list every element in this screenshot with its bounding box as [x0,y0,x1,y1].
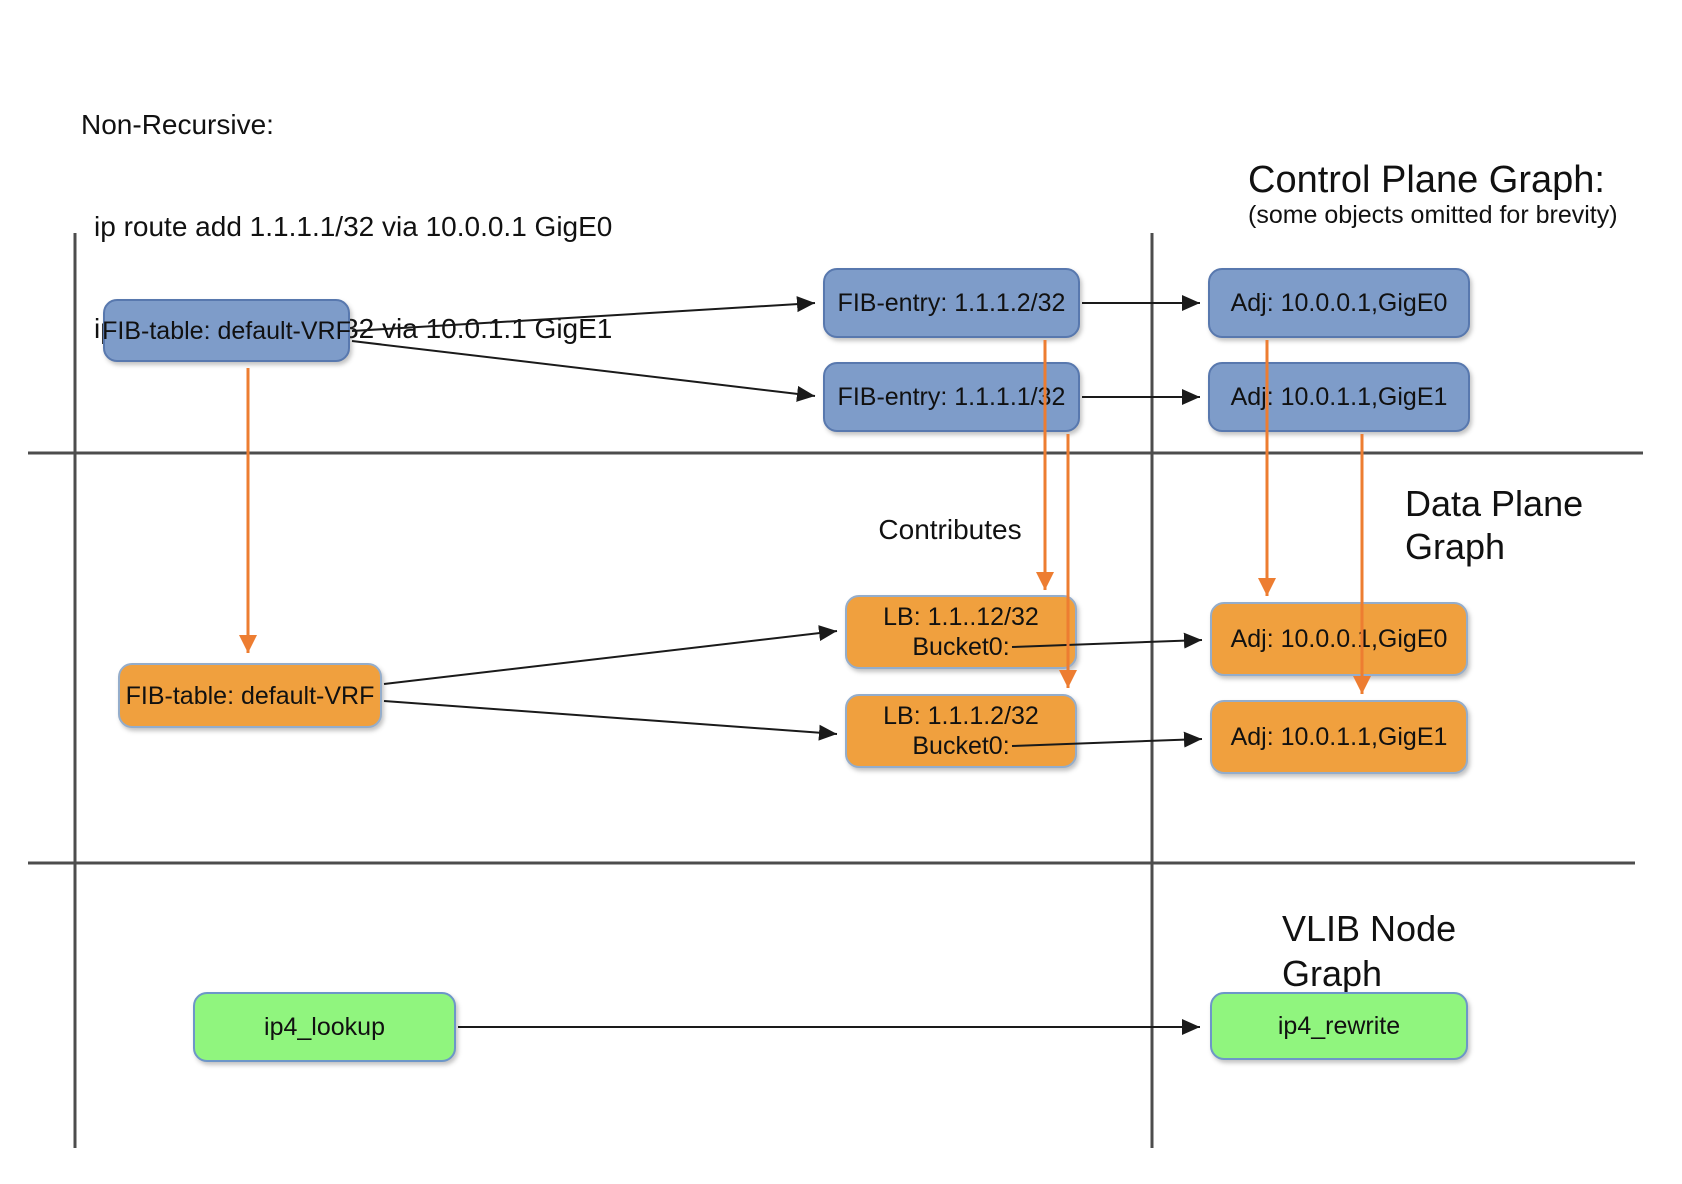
contributes-label: Contributes [878,514,1022,545]
edge-dp-fibtable-to-lb2 [383,700,838,741]
node-cp-fib-entry-1112-label: FIB-entry: 1.1.1.2/32 [837,289,1066,317]
vlib-node-graph-title: VLIB Node Graph [1282,906,1456,996]
node-dp-lb-2-line2: Bucket0: [912,732,1010,760]
node-cp-fib-entry-1111: FIB-entry: 1.1.1.1/32 [823,362,1080,432]
node-dp-fib-table: FIB-table: default-VRF [118,663,382,728]
vlib-title-line2: Graph [1282,953,1383,994]
node-dp-lb-1-line2: Bucket0: [912,633,1010,661]
node-dp-adj-gige1-label: Adj: 10.0.1.1,GigE1 [1230,723,1448,751]
note-title: Non-Recursive: [81,109,274,140]
node-dp-lb-1-line1: LB: 1.1..12/32 [883,603,1039,631]
node-vlib-ip4-rewrite: ip4_rewrite [1210,992,1468,1060]
node-vlib-ip4-lookup-label: ip4_lookup [264,1013,385,1041]
node-vlib-ip4-lookup: ip4_lookup [193,992,456,1062]
node-cp-fib-entry-1111-label: FIB-entry: 1.1.1.1/32 [837,383,1066,411]
node-dp-fib-table-label: FIB-table: default-VRF [125,681,375,710]
route-line-1: ip route add 1.1.1.1/32 via 10.0.0.1 Gig… [94,211,613,242]
node-dp-adj-gige0: Adj: 10.0.0.1,GigE0 [1210,602,1468,676]
control-plane-title: Control Plane Graph: [1248,159,1605,201]
node-dp-lb-2: LB: 1.1.1.2/32 Bucket0: [845,694,1077,768]
node-cp-adj-gige0: Adj: 10.0.0.1,GigE0 [1208,268,1470,338]
vlib-title-line1: VLIB Node [1282,908,1457,949]
data-plane-title: Data Plane Graph [1405,482,1583,568]
node-vlib-ip4-rewrite-label: ip4_rewrite [1277,1012,1401,1040]
node-dp-adj-gige1: Adj: 10.0.1.1,GigE1 [1210,700,1468,774]
node-dp-lb-1: LB: 1.1..12/32 Bucket0: [845,595,1077,669]
node-dp-lb-2-line1: LB: 1.1.1.2/32 [883,702,1039,730]
data-plane-title-line2: Graph [1405,526,1506,567]
edge-dp-fibtable-to-lb1 [383,625,838,685]
node-cp-fib-table-label: FIB-table: default-VRF [102,316,351,345]
node-cp-adj-gige1-label: Adj: 10.0.1.1,GigE1 [1230,383,1448,411]
node-cp-fib-table: FIB-table: default-VRF [102,299,351,362]
node-cp-fib-entry-1112: FIB-entry: 1.1.1.2/32 [823,268,1080,338]
node-cp-adj-gige0-label: Adj: 10.0.0.1,GigE0 [1230,289,1448,317]
node-cp-adj-gige1: Adj: 10.0.1.1,GigE1 [1208,362,1470,432]
control-plane-subtitle: (some objects omitted for brevity) [1248,201,1618,229]
data-plane-title-line1: Data Plane [1405,483,1584,524]
node-dp-adj-gige0-label: Adj: 10.0.0.1,GigE0 [1230,625,1448,653]
